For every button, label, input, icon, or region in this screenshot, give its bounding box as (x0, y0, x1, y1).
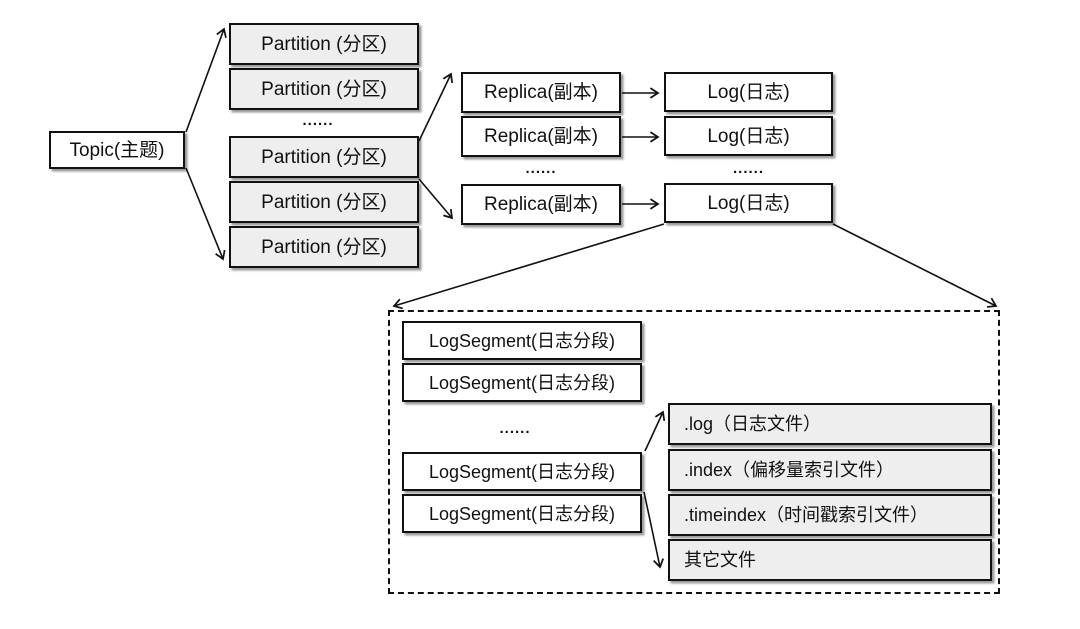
file-box-index: .index（偏移量索引文件） (668, 449, 992, 491)
replica-box-1: Replica(副本) (461, 72, 621, 113)
file-box-other: 其它文件 (668, 539, 992, 581)
arrow-partition-3-to-replica-1 (418, 72, 453, 142)
log-box-2: Log(日志) (664, 116, 833, 156)
partition-ellipsis: ...... (302, 112, 334, 129)
file-box-timeindex: .timeindex（时间戳索引文件） (668, 494, 992, 536)
partition-box-5: Partition (分区) (229, 226, 419, 268)
partition-box-3: Partition (分区) (229, 136, 419, 178)
log-segment-box-1: LogSegment(日志分段) (402, 321, 642, 360)
log-structure-container (388, 310, 1000, 594)
arrow-topic-to-partition-1 (185, 27, 227, 133)
replica-ellipsis: ...... (525, 160, 557, 177)
partition-box-4: Partition (分区) (229, 181, 419, 223)
log-box-3: Log(日志) (664, 183, 833, 223)
arrow-log-3-to-container-right (832, 223, 998, 308)
arrow-topic-to-partition-5 (185, 167, 226, 261)
log-segment-ellipsis: ...... (499, 420, 531, 437)
file-box-log: .log（日志文件） (668, 403, 992, 445)
log-box-1: Log(日志) (664, 72, 833, 112)
partition-box-2: Partition (分区) (229, 68, 419, 110)
log-segment-box-4: LogSegment(日志分段) (402, 494, 642, 533)
arrow-log-3-to-container-left (392, 223, 665, 310)
log-segment-box-3: LogSegment(日志分段) (402, 452, 642, 491)
replica-box-3: Replica(副本) (461, 184, 621, 225)
log-segment-box-2: LogSegment(日志分段) (402, 363, 642, 402)
arrow-partition-3-to-replica-3 (418, 178, 454, 220)
partition-box-1: Partition (分区) (229, 23, 419, 65)
replica-box-2: Replica(副本) (461, 116, 621, 157)
log-ellipsis: ...... (732, 160, 764, 177)
topic-box: Topic(主题) (49, 131, 185, 169)
